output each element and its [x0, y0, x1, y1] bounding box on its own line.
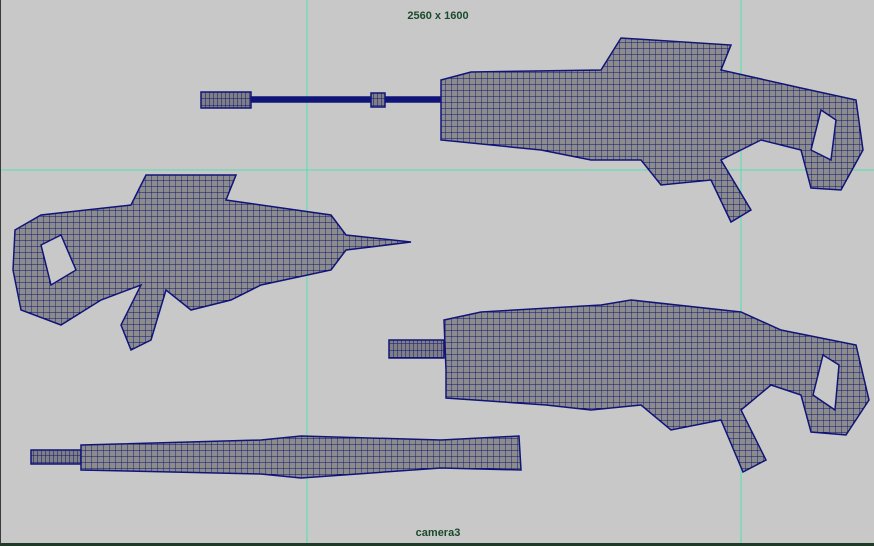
camera-name-label: camera3	[415, 527, 461, 539]
rifle-model-top-right[interactable]	[200, 37, 864, 224]
rifle-model-left[interactable]	[12, 174, 412, 352]
rifle-model-bottom-right[interactable]	[388, 299, 870, 474]
rifle-model-bottom-top-view[interactable]	[30, 435, 522, 479]
resolution-gate-label: 2560 x 1600	[407, 10, 469, 22]
